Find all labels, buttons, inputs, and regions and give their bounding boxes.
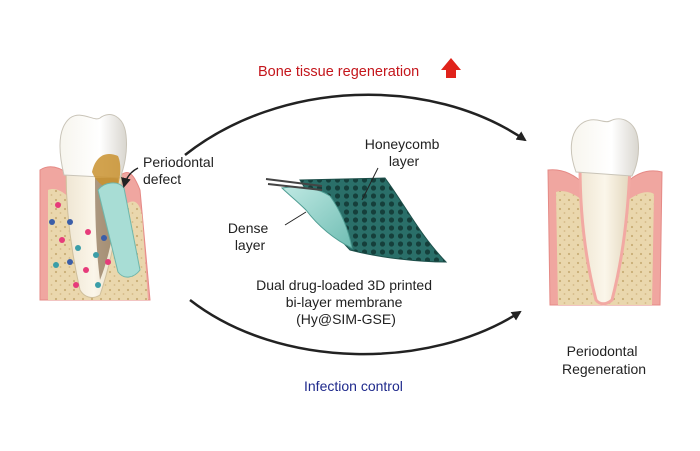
- bone-regeneration-label: Bone tissue regeneration: [258, 64, 419, 80]
- membrane-line-2: bi-layer membrane: [286, 294, 403, 310]
- red-up-arrow-icon: [441, 58, 461, 78]
- dense-layer-label: Dense layer: [228, 220, 272, 253]
- honeycomb-layer-line-2: layer: [389, 153, 420, 169]
- defect-pointer-arrow: [121, 167, 139, 188]
- dense-layer-line-2: layer: [235, 237, 266, 253]
- result-line-2: Regeneration: [562, 361, 646, 377]
- tweezers: [265, 178, 323, 191]
- right-root: [578, 163, 632, 306]
- dense-layer-line-1: Dense: [228, 220, 269, 236]
- honeycomb-layer-label: Honeycomb layer: [365, 136, 444, 169]
- top-curved-arrow: [184, 93, 527, 156]
- membrane-line-1: Dual drug-loaded 3D printed: [256, 277, 432, 293]
- result-line-1: Periodontal: [567, 343, 638, 359]
- membrane-description: Dual drug-loaded 3D printed bi-layer mem…: [256, 277, 436, 327]
- regenerated-tooth-illustration: [547, 118, 663, 306]
- drug-particles: [49, 202, 111, 288]
- applied-membrane: [97, 182, 141, 278]
- right-crown: [570, 118, 639, 177]
- membrane-line-3: (Hy@SIM-GSE): [296, 311, 396, 327]
- periodontal-defect-label: Periodontal defect: [143, 154, 218, 187]
- result-label: Periodontal Regeneration: [562, 343, 646, 377]
- periodontal-defect-line-2: defect: [143, 171, 181, 187]
- bilayer-membrane-illustration: [265, 167, 448, 263]
- periodontal-defect-line-1: Periodontal: [143, 154, 214, 170]
- infection-control-label: Infection control: [304, 378, 403, 394]
- diseased-tooth-illustration: [39, 114, 151, 301]
- honeycomb-layer-line-1: Honeycomb: [365, 136, 440, 152]
- bottom-curved-arrow: [189, 299, 522, 356]
